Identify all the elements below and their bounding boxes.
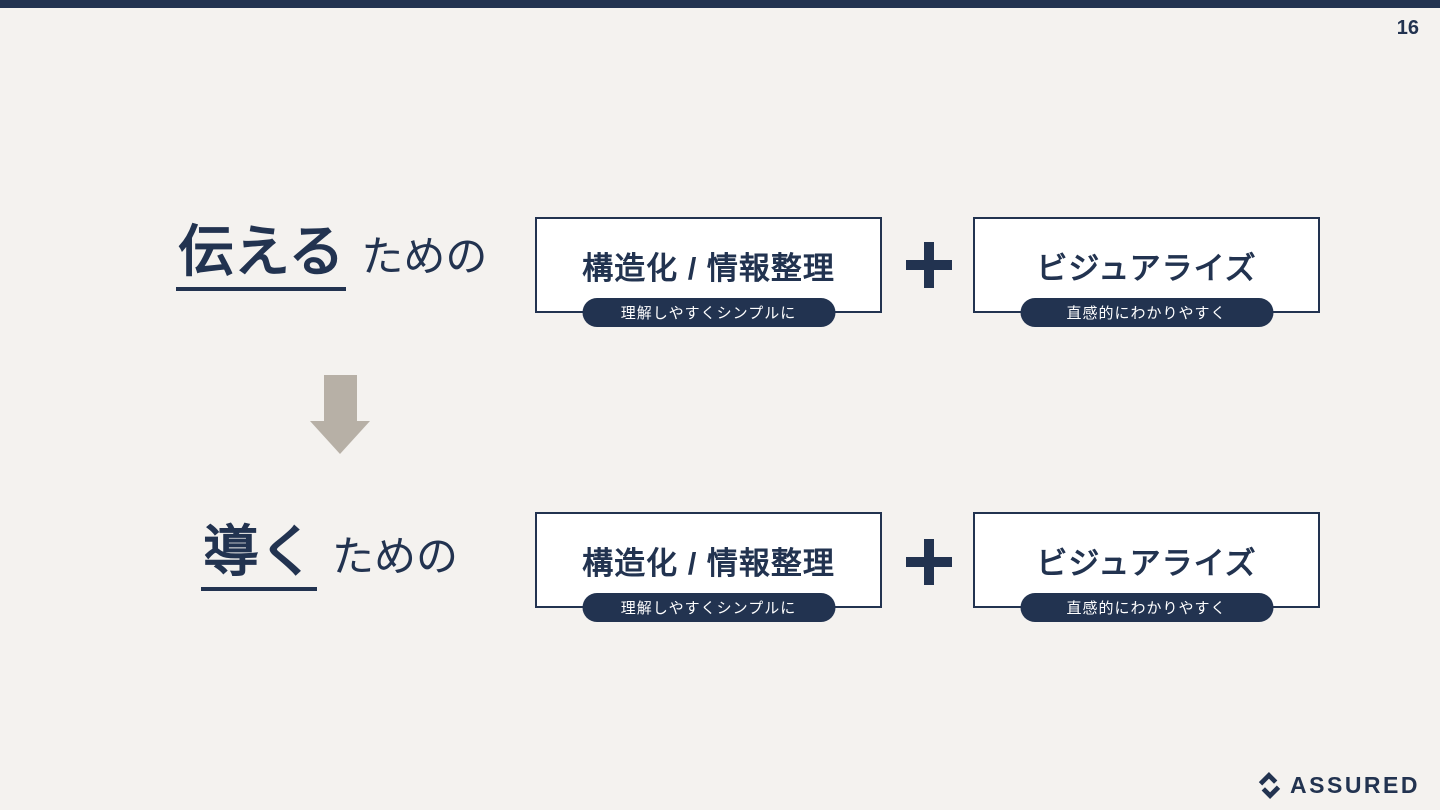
page-number: 16: [1396, 17, 1419, 39]
row-label-emphasis: 伝える: [176, 224, 347, 291]
row-label-suffix: ための: [332, 532, 459, 581]
down-arrow-head: [310, 421, 370, 454]
box-badge: 理解しやすくシンプルに: [582, 298, 835, 327]
box-title: 構造化 / 情報整理: [582, 250, 835, 286]
box-structuring-row1: 構造化 / 情報整理 理解しやすくシンプルに: [535, 217, 882, 327]
box-badge: 直感的にわかりやすく: [1020, 593, 1273, 622]
assured-logo: ASSURED: [1256, 772, 1420, 799]
box-badge: 理解しやすくシンプルに: [582, 593, 835, 622]
box-badge: 直感的にわかりやすく: [1020, 298, 1273, 327]
box-structuring-row2: 構造化 / 情報整理 理解しやすくシンプルに: [535, 512, 882, 622]
top-accent-bar: [0, 0, 1440, 8]
box-visualize-row1: ビジュアライズ 直感的にわかりやすく: [973, 217, 1320, 327]
row-label-tsutaeru: 伝える ための: [176, 224, 487, 291]
row-label-emphasis: 導く: [201, 524, 317, 591]
row-label-suffix: ための: [361, 232, 488, 281]
box-title: ビジュアライズ: [1036, 250, 1257, 286]
box-title: 構造化 / 情報整理: [582, 545, 835, 581]
plus-icon: [906, 539, 952, 585]
assured-logo-text: ASSURED: [1290, 772, 1420, 798]
assured-logo-icon: [1256, 772, 1283, 799]
down-arrow-icon: [310, 375, 370, 454]
plus-icon: [906, 242, 952, 288]
box-visualize-row2: ビジュアライズ 直感的にわかりやすく: [973, 512, 1320, 622]
down-arrow-shaft: [323, 375, 357, 421]
box-title: ビジュアライズ: [1036, 545, 1257, 581]
row-label-michibiku: 導く ための: [201, 524, 458, 591]
